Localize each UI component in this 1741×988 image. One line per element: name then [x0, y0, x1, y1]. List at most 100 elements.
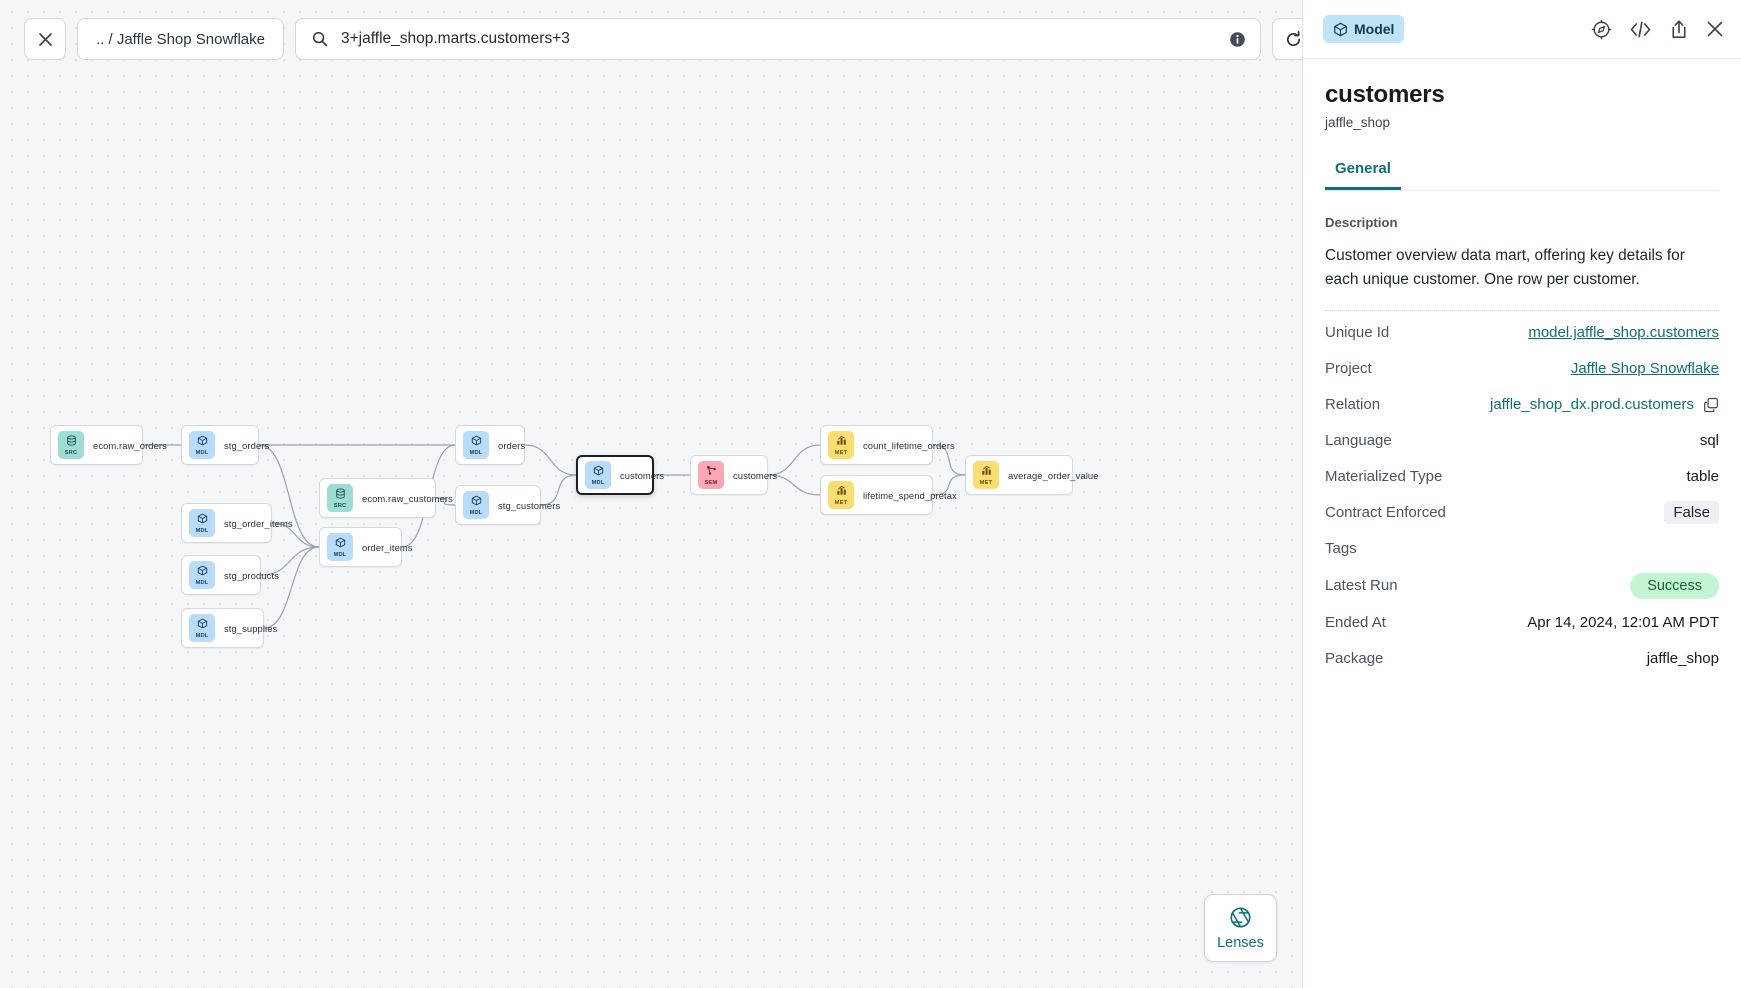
- property-row: Language sql: [1325, 423, 1719, 459]
- property-key: Materialized Type: [1325, 468, 1443, 486]
- property-value[interactable]: Jaffle Shop Snowflake: [1571, 360, 1719, 377]
- property-value: jaffle_shop: [1647, 650, 1719, 667]
- copy-icon[interactable]: [1703, 397, 1719, 413]
- page-title: customers: [1325, 81, 1445, 108]
- property-key: Language: [1325, 432, 1392, 450]
- node-label: ecom.raw_orders: [93, 439, 167, 451]
- property-key: Contract Enforced: [1325, 504, 1446, 522]
- search-input-value: 3+jaffle_shop.marts.customers+3: [341, 30, 570, 47]
- close-button[interactable]: [24, 18, 66, 60]
- search-input[interactable]: 3+jaffle_shop.marts.customers+3: [295, 18, 1261, 60]
- info-icon[interactable]: [1229, 31, 1246, 48]
- property-value: sql: [1700, 432, 1719, 449]
- tab-general[interactable]: General: [1325, 154, 1401, 190]
- node-label: order_items: [362, 541, 413, 553]
- share-icon[interactable]: [1669, 19, 1689, 40]
- node-label: customers: [733, 469, 778, 481]
- panel-header: Model: [1303, 0, 1741, 59]
- node-type-badge-mdl-icon: MDL: [189, 431, 215, 459]
- panel-header-actions: [1591, 19, 1724, 40]
- details-panel: Model: [1302, 0, 1741, 988]
- property-value-text: Apr 14, 2024, 12:01 AM PDT: [1527, 614, 1719, 632]
- graph-node-orders[interactable]: MDL orders: [455, 425, 525, 465]
- graph-node-lifetime_spend_pretax[interactable]: MET lifetime_spend_pretax: [820, 475, 957, 515]
- breadcrumb-label: .. / Jaffle Shop Snowflake: [96, 30, 265, 48]
- property-value[interactable]: model.jaffle_shop.customers: [1528, 324, 1719, 341]
- panel-title-block: customers jaffle_shop: [1303, 59, 1741, 130]
- graph-node-order_items[interactable]: MDL order_items: [319, 527, 413, 567]
- property-key: Unique Id: [1325, 324, 1390, 342]
- node-type-badge-mdl-icon: MDL: [327, 533, 353, 561]
- lenses-label: Lenses: [1217, 934, 1264, 951]
- edge-stg_supplies-to-order_items: [263, 546, 320, 629]
- node-label: stg_customers: [498, 499, 561, 511]
- divider: [1325, 309, 1719, 311]
- property-row: Tags: [1325, 531, 1719, 567]
- node-type-badge-mdl-icon: MDL: [189, 561, 215, 589]
- property-row: Unique Id model.jaffle_shop.customers: [1325, 315, 1719, 351]
- property-key: Package: [1325, 650, 1384, 668]
- code-icon[interactable]: [1629, 19, 1652, 40]
- panel-body: Description Customer overview data mart,…: [1303, 191, 1741, 988]
- property-key: Tags: [1325, 540, 1357, 558]
- node-type-badge-mdl-icon: MDL: [585, 461, 611, 489]
- graph-node-stg_products[interactable]: MDL stg_products: [181, 555, 279, 595]
- property-value: Apr 14, 2024, 12:01 AM PDT: [1527, 614, 1719, 631]
- node-type-badge-met-icon: MET: [828, 431, 854, 459]
- node-type-label: Model: [1354, 21, 1395, 37]
- property-row: Contract Enforced False: [1325, 495, 1719, 531]
- panel-tabs: General: [1325, 154, 1719, 191]
- graph-node-customers_model[interactable]: MDL customers: [576, 455, 664, 495]
- property-value-text: jaffle_shop_dx.prod.customers: [1489, 396, 1694, 414]
- property-key: Relation: [1325, 396, 1381, 414]
- node-type-badge-src-icon: SRC: [327, 484, 353, 512]
- close-icon: [38, 32, 52, 46]
- value-chip: False: [1664, 501, 1719, 525]
- graph-node-stg_orders[interactable]: MDL stg_orders: [181, 425, 269, 465]
- node-label: ecom.raw_customers: [362, 492, 453, 504]
- node-label: customers: [620, 469, 665, 481]
- lenses-button[interactable]: Lenses: [1204, 894, 1277, 962]
- node-label: stg_orders: [224, 439, 270, 451]
- node-type-chip[interactable]: Model: [1323, 15, 1405, 43]
- property-row: Project Jaffle Shop Snowflake: [1325, 351, 1719, 387]
- compass-icon[interactable]: [1591, 19, 1612, 40]
- property-key: Latest Run: [1325, 577, 1398, 595]
- breadcrumb[interactable]: .. / Jaffle Shop Snowflake: [77, 18, 284, 60]
- node-label: count_lifetime_orders: [863, 439, 955, 451]
- panel-close-icon[interactable]: [1706, 20, 1724, 38]
- property-value[interactable]: jaffle_shop_dx.prod.customers: [1490, 396, 1719, 413]
- node-label: average_order_value: [1008, 469, 1099, 481]
- property-row: Package jaffle_shop: [1325, 641, 1719, 677]
- property-value: False: [1664, 501, 1719, 525]
- property-value-text: Jaffle Shop Snowflake: [1570, 360, 1719, 378]
- node-label: orders: [498, 439, 526, 451]
- node-type-badge-mdl-icon: MDL: [463, 431, 489, 459]
- node-label: lifetime_spend_pretax: [863, 489, 957, 501]
- node-label: stg_supplies: [224, 622, 278, 634]
- node-type-badge-met-icon: MET: [828, 481, 854, 509]
- property-row: Relation jaffle_shop_dx.prod.customers: [1325, 387, 1719, 423]
- graph-node-count_lifetime_orders[interactable]: MET count_lifetime_orders: [820, 425, 955, 465]
- refresh-button[interactable]: [1272, 18, 1302, 60]
- node-label: stg_products: [224, 569, 279, 581]
- search-icon: [312, 31, 328, 47]
- cube-icon: [1334, 22, 1347, 36]
- node-type-badge-mdl-icon: MDL: [189, 509, 215, 537]
- lineage-canvas[interactable]: .. / Jaffle Shop Snowflake 3+jaffle_shop…: [0, 0, 1302, 988]
- property-value-text: jaffle_shop: [1646, 650, 1719, 668]
- property-key: Project: [1325, 360, 1372, 378]
- graph-node-ecom_raw_customers[interactable]: SRC ecom.raw_customers: [319, 478, 453, 518]
